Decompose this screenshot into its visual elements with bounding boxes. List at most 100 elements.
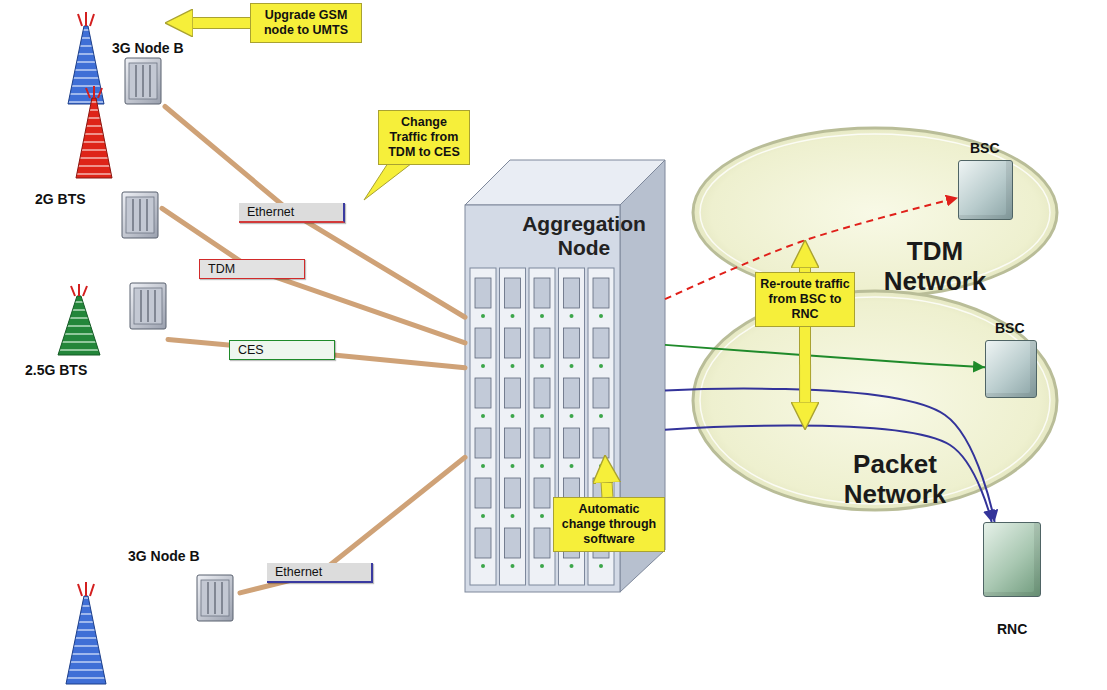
node-label: Re-route traffic from BSC to RNC (760, 277, 850, 322)
status-led (540, 514, 544, 518)
card-module (505, 378, 521, 408)
line-card (529, 268, 555, 585)
status-led (570, 414, 574, 418)
status-led (481, 364, 485, 368)
cabinet (197, 575, 233, 621)
status-led (511, 364, 515, 368)
cable (168, 339, 465, 367)
card-module (475, 328, 491, 358)
card-module (593, 428, 609, 458)
callout-box: Upgrade GSM node to UMTS (250, 3, 362, 43)
node-label: 3G Node B (112, 40, 184, 56)
card-module (505, 328, 521, 358)
card-module (593, 328, 609, 358)
status-led (540, 464, 544, 468)
card-module (564, 278, 580, 308)
link-label: CES (229, 340, 335, 360)
traffic-path (665, 345, 985, 367)
card-module (564, 328, 580, 358)
cloud-shape (693, 291, 1057, 510)
card-module (534, 528, 550, 558)
card-module (475, 528, 491, 558)
node-label: Upgrade GSM node to UMTS (255, 8, 357, 38)
controller-server: BSC (958, 160, 1013, 220)
card-module (593, 378, 609, 408)
link-label: Ethernet (267, 563, 373, 583)
cable (162, 208, 465, 342)
drawing-part (66, 596, 106, 684)
base-station: 2G BTS (30, 85, 162, 243)
base-station: 3G Node B (62, 545, 240, 685)
tower (68, 12, 104, 104)
cable (240, 457, 465, 593)
callout-box: Re-route traffic from BSC to RNC (755, 272, 855, 327)
status-led (570, 364, 574, 368)
drawing-part (58, 296, 100, 355)
card-module (564, 428, 580, 458)
node-label: 2.5G BTS (25, 362, 87, 378)
node-label: Change Traffic from TDM to CES (383, 115, 465, 160)
tower (76, 86, 112, 178)
card-module (505, 428, 521, 458)
status-led (540, 414, 544, 418)
callout-arrow-outline (606, 469, 608, 497)
tower (66, 582, 106, 684)
base-station: 3G Node B (60, 15, 165, 110)
cabinet (122, 192, 158, 238)
aggregation-chassis (465, 160, 665, 592)
drawing-part (68, 26, 104, 104)
cabinet (130, 283, 166, 329)
traffic-path (665, 389, 995, 522)
callout-arrow-outline (799, 254, 811, 272)
controller-server: BSC (985, 340, 1037, 398)
status-led (570, 314, 574, 318)
node-label: 2G BTS (35, 191, 86, 207)
drawing-part (78, 582, 94, 596)
card-module (475, 428, 491, 458)
drawing-part (78, 12, 94, 26)
status-led (599, 464, 603, 468)
callout-tail (364, 160, 416, 200)
traffic-path (665, 198, 958, 299)
card-module (475, 278, 491, 308)
status-led (540, 564, 544, 568)
card-module (505, 478, 521, 508)
cloud-rim (700, 134, 1050, 291)
drawing-part (71, 284, 87, 296)
link-label: TDM (199, 259, 305, 279)
card-module (534, 478, 550, 508)
status-led (511, 414, 515, 418)
node-label: Aggregation Node (513, 212, 655, 260)
callout-arrow (606, 469, 608, 497)
status-led (481, 564, 485, 568)
node-label: TDM Network (870, 237, 1000, 297)
status-led (511, 514, 515, 518)
card-module (534, 278, 550, 308)
cable (165, 107, 465, 318)
controller-server: RNC (983, 522, 1041, 597)
drawing-part (86, 86, 102, 98)
status-led (511, 464, 515, 468)
status-led (570, 564, 574, 568)
node-label: BSC (995, 320, 1025, 336)
card-module (534, 378, 550, 408)
status-led (599, 414, 603, 418)
cloud-shape (693, 128, 1057, 297)
drawing-part (76, 98, 112, 178)
status-led (481, 414, 485, 418)
callout-box: Automatic change through software (553, 497, 665, 552)
card-module (475, 478, 491, 508)
node-label: RNC (997, 621, 1027, 637)
status-led (599, 364, 603, 368)
node-label: 3G Node B (128, 548, 200, 564)
callout-box: Change Traffic from TDM to CES (378, 110, 470, 165)
callout-arrow-outline (799, 327, 811, 416)
cabinet (125, 58, 161, 104)
node-label: Packet Network (830, 450, 960, 510)
status-led (511, 564, 515, 568)
card-module (505, 278, 521, 308)
status-led (570, 464, 574, 468)
callout-arrow-outline (179, 17, 250, 29)
